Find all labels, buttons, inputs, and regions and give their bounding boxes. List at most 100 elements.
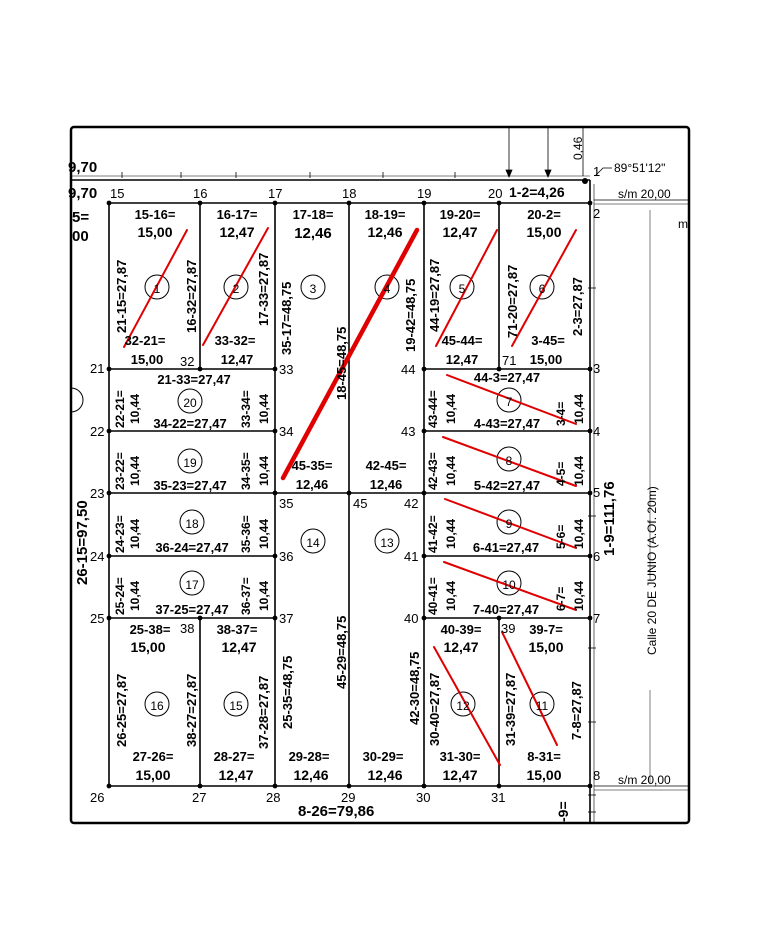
vertex-37: 37 bbox=[279, 611, 293, 626]
lot-16: 16 bbox=[150, 699, 164, 713]
dim-45-35-a: 45-35= bbox=[292, 458, 333, 473]
vertex-31: 31 bbox=[491, 790, 505, 805]
dim-38-27: 38-27=27,87 bbox=[184, 674, 199, 747]
angle-label: 89°51'12" bbox=[614, 161, 665, 175]
vertex-36: 36 bbox=[279, 549, 293, 564]
bottom-partial: -9= bbox=[555, 801, 571, 822]
lot-8: 8 bbox=[506, 454, 513, 468]
dim-34-22: 34-22=27,47 bbox=[153, 416, 226, 431]
top-line-ticks bbox=[121, 172, 456, 178]
header-partial-2: 9,70 bbox=[68, 185, 97, 202]
header-partial-1: 9,70 bbox=[68, 159, 97, 176]
vertex-40: 40 bbox=[404, 611, 418, 626]
lot-1: 1 bbox=[154, 282, 161, 296]
right-sm-top: s/m 20,00 bbox=[618, 187, 671, 201]
vertex-dots bbox=[106, 200, 593, 789]
dim-20-2-b: 15,00 bbox=[526, 224, 561, 240]
strike-lines bbox=[123, 227, 577, 766]
lot-7: 7 bbox=[506, 395, 513, 409]
left-side-dimension: 26-15=97,50 bbox=[74, 500, 91, 585]
dim-8-31-a: 8-31= bbox=[527, 749, 561, 764]
dim-30-29-a: 30-29= bbox=[363, 749, 404, 764]
dim-45-29: 45-29=48,75 bbox=[334, 616, 349, 689]
dim-16-17-a: 16-17= bbox=[217, 207, 258, 222]
dim-42-45-a: 42-45= bbox=[366, 458, 407, 473]
dim-3-45-b: 15,00 bbox=[530, 352, 563, 367]
vertex-17: 17 bbox=[268, 186, 282, 201]
vertex-5: 5 bbox=[593, 485, 600, 500]
vertex-43: 43 bbox=[401, 424, 415, 439]
vertex-1-marker bbox=[582, 178, 588, 184]
vertex-71: 71 bbox=[502, 353, 516, 368]
dim-37-25: 37-25=27,47 bbox=[155, 602, 228, 617]
dim-36-24: 36-24=27,47 bbox=[155, 540, 228, 555]
bottom-dimension: 8-26=79,86 bbox=[298, 803, 374, 820]
lot-9: 9 bbox=[506, 517, 513, 531]
dim-7-40: 7-40=27,47 bbox=[473, 602, 539, 617]
vertex-21: 21 bbox=[90, 361, 104, 376]
lot-17: 17 bbox=[185, 578, 199, 592]
dim-31-39: 31-39=27,87 bbox=[503, 673, 518, 746]
dim-42-43-b: 10,44 bbox=[444, 456, 458, 486]
partial-lot-circle bbox=[70, 387, 84, 413]
dim-35-23: 35-23=27,47 bbox=[153, 478, 226, 493]
vertex-25: 25 bbox=[90, 611, 104, 626]
dim-3-4-a: 3-4= bbox=[554, 402, 568, 426]
vertex-23: 23 bbox=[90, 486, 104, 501]
dim-32-21-b: 15,00 bbox=[131, 352, 164, 367]
dim-22-21-b: 10,44 bbox=[128, 394, 142, 424]
vertex-44: 44 bbox=[401, 362, 415, 377]
dim-25-35: 25-35=48,75 bbox=[280, 656, 295, 729]
vertex-41: 41 bbox=[404, 549, 418, 564]
lot-11: 11 bbox=[536, 699, 549, 713]
dim-26-25: 26-25=27,87 bbox=[114, 674, 129, 747]
vertex-33: 33 bbox=[279, 362, 293, 377]
dim-5-42: 5-42=27,47 bbox=[474, 478, 540, 493]
dim-40-41-a: 40-41= bbox=[426, 577, 440, 615]
dim-25-38-b: 15,00 bbox=[130, 639, 165, 655]
dim-44-3: 44-3=27,47 bbox=[474, 370, 540, 385]
dim-38-37-a: 38-37= bbox=[217, 622, 258, 637]
dim-5-6-a: 5-6= bbox=[554, 525, 568, 549]
header-partial-3: 5= bbox=[72, 209, 89, 226]
header-partial-4: 00 bbox=[72, 228, 89, 245]
dim-39-7-b: 15,00 bbox=[528, 639, 563, 655]
dim-27-26-b: 15,00 bbox=[135, 767, 170, 783]
dim-24-23-b: 10,44 bbox=[128, 519, 142, 549]
dim-35-36-b: 10,44 bbox=[257, 519, 271, 549]
dim-35-17: 35-17=48,75 bbox=[279, 282, 294, 355]
vertex-2: 2 bbox=[593, 206, 600, 221]
dim-6-7-a: 6-7= bbox=[554, 587, 568, 611]
dim-4-43: 4-43=27,47 bbox=[474, 416, 540, 431]
dim-15-16-a: 15-16= bbox=[135, 207, 176, 222]
dim-21-33: 21-33=27,47 bbox=[157, 372, 230, 387]
dim-046-label: 0,46 bbox=[571, 136, 585, 160]
dim-34-35-a: 34-35= bbox=[239, 452, 253, 490]
drawing-frame bbox=[69, 125, 691, 825]
dim-30-40: 30-40=27,87 bbox=[427, 673, 442, 746]
dim-23-22-a: 23-22= bbox=[113, 452, 127, 490]
dim-35-36-a: 35-36= bbox=[239, 515, 253, 553]
vertex-29: 29 bbox=[341, 790, 355, 805]
dim-33-34-b: 10,44 bbox=[257, 394, 271, 424]
dim-44-19: 44-19=27,87 bbox=[427, 259, 442, 332]
dim-28-27-a: 28-27= bbox=[214, 749, 255, 764]
vertex-16: 16 bbox=[193, 186, 207, 201]
dim-40-41-b: 10,44 bbox=[444, 581, 458, 611]
dim-16-32: 16-32=27,87 bbox=[184, 260, 199, 333]
dim-6-41: 6-41=27,47 bbox=[473, 540, 539, 555]
right-tick-mark: m bbox=[678, 217, 688, 231]
vertex-8: 8 bbox=[593, 768, 600, 783]
dim-43-44-b: 10,44 bbox=[444, 394, 458, 424]
dim-17-18-b: 12,46 bbox=[294, 225, 332, 242]
dim-8-31-b: 15,00 bbox=[526, 767, 561, 783]
dim-23-22-b: 10,44 bbox=[128, 456, 142, 486]
vertex-labels: 1 2 3 4 5 6 7 8 15 16 17 18 19 20 21 22 … bbox=[90, 164, 600, 805]
top-dimension: 1-2=4,26 bbox=[509, 184, 565, 200]
lot-numbers: 1 2 3 4 5 6 7 8 9 10 11 12 13 14 15 16 1… bbox=[150, 282, 548, 713]
dim-34-35-b: 10,44 bbox=[257, 456, 271, 486]
dim-18-19-b: 12,46 bbox=[367, 224, 402, 240]
dimension-labels: 15-16= 15,00 16-17= 12,47 17-18= 12,46 1… bbox=[113, 207, 586, 783]
dim-18-19-a: 18-19= bbox=[365, 207, 406, 222]
dim-71-20: 71-20=27,87 bbox=[505, 265, 520, 338]
